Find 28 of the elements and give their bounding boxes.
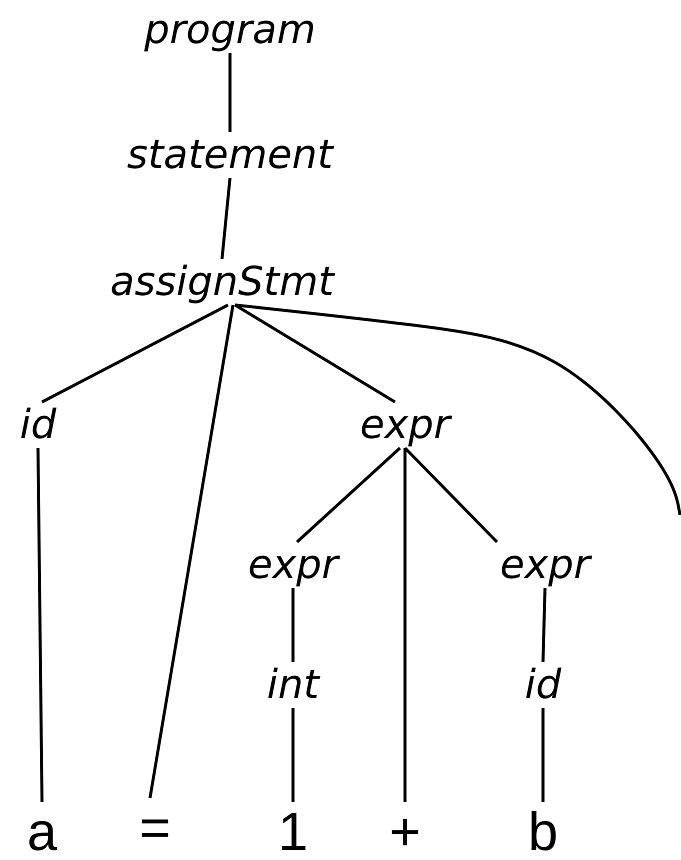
tree-branch-line bbox=[404, 448, 406, 802]
token-label: + bbox=[389, 805, 421, 859]
tree-branch-line bbox=[228, 53, 232, 132]
nonterminal-label: expr bbox=[360, 405, 450, 445]
token-label: 1 bbox=[278, 805, 308, 859]
tree-branch-line bbox=[292, 588, 294, 662]
tree-branch-line bbox=[292, 708, 294, 802]
tree-branch-line bbox=[542, 708, 544, 802]
tree-branch-line bbox=[296, 446, 401, 544]
token-label: b bbox=[528, 805, 558, 859]
nonterminal-label: statement bbox=[127, 135, 333, 175]
nonterminal-label: id bbox=[524, 665, 562, 705]
nonterminal-label: assignStmt bbox=[110, 262, 334, 302]
tree-branch-line bbox=[148, 304, 234, 798]
tree-branch-line bbox=[36, 448, 44, 802]
nonterminal-label: expr bbox=[248, 545, 338, 585]
token-label: a bbox=[26, 805, 58, 859]
tree-branch-line bbox=[542, 588, 546, 662]
nonterminal-label: id bbox=[20, 405, 56, 445]
token-label: = bbox=[139, 801, 171, 855]
tree-branch-line bbox=[41, 304, 229, 404]
nonterminal-label: program bbox=[144, 10, 316, 50]
tree-branch-line bbox=[234, 304, 396, 404]
tree-branch-line bbox=[220, 178, 232, 260]
tree-branch-line bbox=[404, 446, 498, 544]
nonterminal-label: int bbox=[266, 665, 320, 705]
tree-branch-line bbox=[234, 304, 681, 516]
nonterminal-label: expr bbox=[500, 545, 590, 585]
